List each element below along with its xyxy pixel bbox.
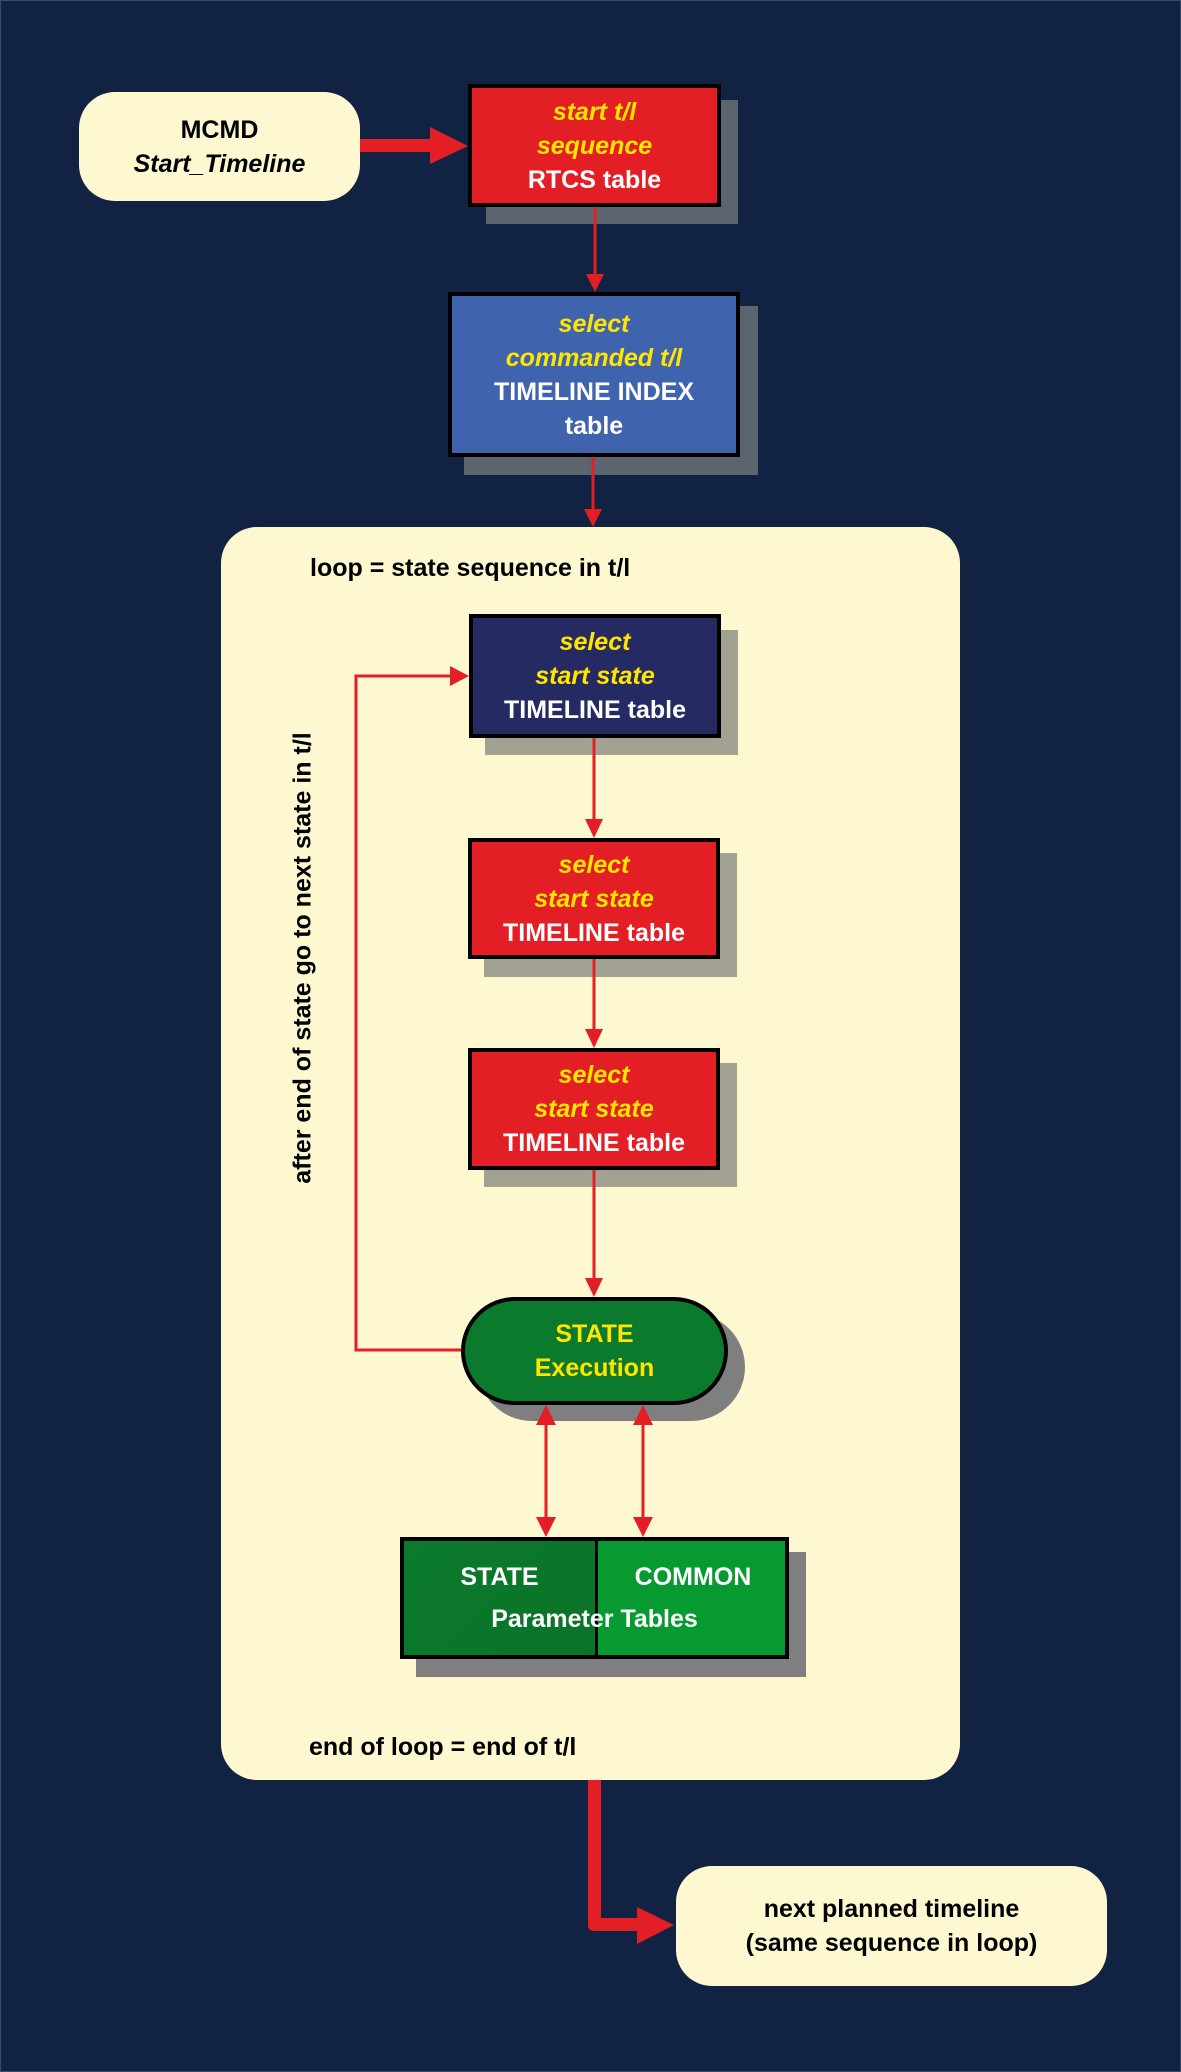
- mcmd-start-node: MCMD Start_Timeline: [79, 92, 360, 201]
- loop-footer: end of loop = end of t/l: [309, 1733, 577, 1761]
- next-timeline-line1: next planned timeline: [763, 1895, 1020, 1923]
- start-node-name: Start_Timeline: [133, 149, 306, 178]
- timeline-node-3-line1: select: [558, 1061, 630, 1089]
- execution-line2: Execution: [534, 1354, 655, 1382]
- arrow-loop-to-next: [588, 1780, 674, 1944]
- timeline-node-1-line1: select: [559, 628, 631, 656]
- arrowhead-index: [586, 274, 604, 292]
- state-table-label: STATE: [460, 1563, 539, 1591]
- timeline-node-3-suffix: table: [626, 1129, 685, 1157]
- start-node-command: MCMD: [180, 115, 259, 144]
- index-table-name: TIMELINE INDEX: [493, 377, 694, 406]
- common-parameter-table: COMMON: [601, 1541, 785, 1655]
- index-action-line1: select: [558, 309, 630, 338]
- timeline-node-2-line1: select: [558, 850, 630, 879]
- timeline-node-1-table: TIMELINE: [504, 696, 621, 724]
- timeline-node-3-table: TIMELINE: [503, 1129, 620, 1157]
- index-action-line2: commanded t/l: [505, 343, 683, 372]
- timeline-node-3-line2: start state: [534, 1095, 654, 1123]
- loop-title: loop = state sequence in t/l: [310, 554, 631, 582]
- rtcs-table-name: RTCS table: [527, 165, 662, 194]
- state-parameter-table: STATE: [404, 1541, 598, 1655]
- timeline-node-1-suffix: table: [627, 696, 686, 724]
- rtcs-action-line1: start t/l: [552, 97, 637, 126]
- next-timeline-node: next planned timeline (same sequence in …: [676, 1866, 1107, 1986]
- timeline-node-1: select start state TIMELINE table: [469, 614, 721, 738]
- loop-side-label: after end of state go to next state in t…: [288, 732, 317, 1184]
- index-table-suffix: table: [564, 411, 624, 440]
- parameter-tables-caption: Parameter Tables: [491, 1605, 698, 1633]
- arrow-start-to-rtcs: [360, 127, 468, 164]
- timeline-node-2: select start state TIMELINE table: [468, 838, 720, 959]
- timeline-index-node: select commanded t/l TIMELINE INDEX tabl…: [448, 292, 740, 457]
- rtcs-action-line2: sequence: [536, 131, 653, 160]
- execution-line1: STATE: [555, 1320, 634, 1348]
- timeline-node-2-table: TIMELINE: [503, 918, 620, 947]
- arrowhead-loop: [584, 509, 602, 527]
- timeline-node-2-line2: start state: [534, 884, 654, 913]
- timeline-node-1-line2: start state: [535, 662, 655, 690]
- next-timeline-line2: (same sequence in loop): [745, 1929, 1038, 1957]
- timeline-node-3: select start state TIMELINE table: [468, 1048, 720, 1170]
- state-execution-node: STATE Execution: [461, 1297, 728, 1405]
- timeline-node-2-suffix: table: [626, 918, 685, 947]
- common-table-label: COMMON: [634, 1563, 752, 1591]
- parameter-tables-node: STATE COMMON Parameter Tables: [400, 1537, 789, 1659]
- rtcs-table-node: start t/l sequence RTCS table: [468, 84, 721, 207]
